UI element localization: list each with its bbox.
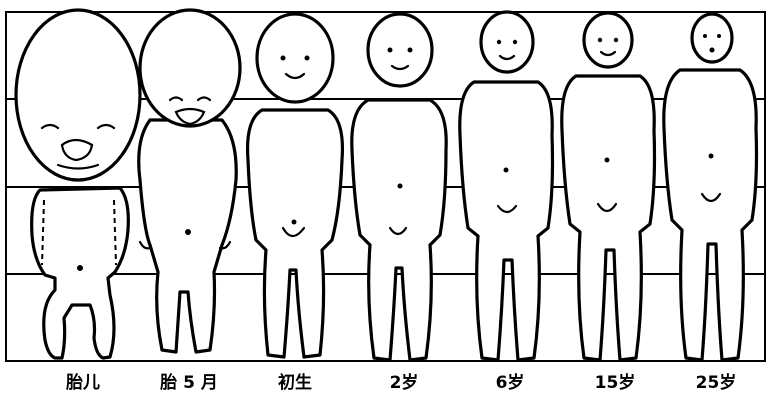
stage-label-age-6: 6岁 [455,368,565,393]
stage-label-newborn: 初生 [240,368,350,393]
stage-label-age-25: 25岁 [661,368,771,393]
figure-fetus-5-months [139,10,240,352]
stage-label-fetus: 胎儿 [28,368,138,393]
figure-fetus [16,10,140,358]
figure-newborn [248,14,343,357]
figure-age-6 [460,12,553,360]
stage-label-fetus-5-months: 胎 5 月 [134,368,244,393]
stage-label-age-15: 15岁 [560,368,670,393]
figure-age-2 [352,14,446,360]
figure-age-15 [562,13,655,360]
stage-label-age-2: 2岁 [349,368,459,393]
figure-age-25 [664,14,757,360]
